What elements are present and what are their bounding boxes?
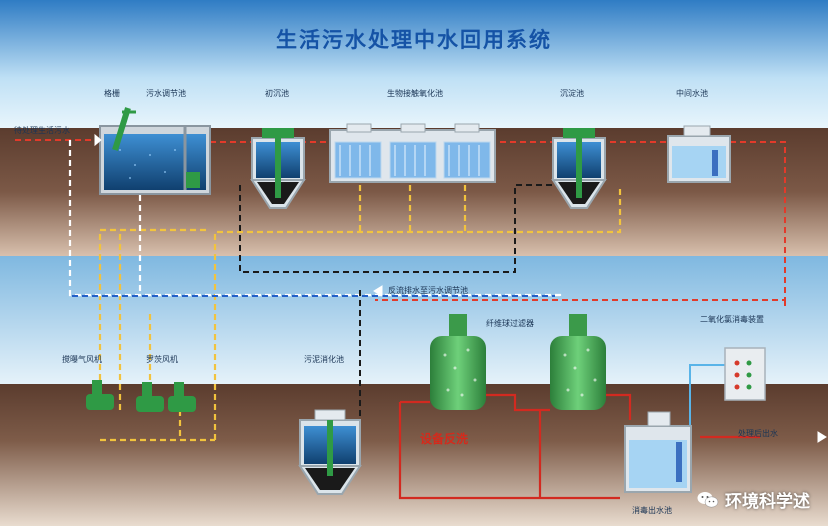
sludge-digestion-tank bbox=[298, 409, 362, 495]
label-inlet: 待处理生活污水 bbox=[14, 126, 70, 135]
label-sludge-tank: 污泥消化池 bbox=[304, 355, 344, 364]
roots-blower-1 bbox=[136, 382, 164, 412]
light-blue-pipe bbox=[689, 364, 725, 430]
label-equalization-tank: 污水调节池 bbox=[146, 89, 186, 98]
black-pipes bbox=[239, 184, 580, 440]
watermark: 环境科学述 bbox=[697, 487, 810, 512]
label-aeration-blower: 搅曝气风机 bbox=[62, 355, 102, 364]
diagram-title: 生活污水处理中水回用系统 bbox=[276, 28, 552, 52]
disinfect-outlet-tank bbox=[624, 411, 692, 493]
fiber-filter-2 bbox=[550, 314, 606, 410]
label-backwash: 设备反洗 bbox=[420, 432, 469, 446]
primary-settling-tank bbox=[250, 128, 306, 209]
roots-blower-2 bbox=[168, 382, 196, 412]
screen-grate bbox=[112, 107, 136, 151]
sky-top bbox=[0, 0, 828, 130]
label-primary-settling: 初沉池 bbox=[265, 89, 289, 98]
chlorine-dioxide-cabinet bbox=[724, 347, 766, 401]
label-bio-contact: 生物接触氧化池 bbox=[387, 89, 443, 98]
label-roots-blower: 罗茨风机 bbox=[146, 355, 178, 364]
label-disinfect-tank: 消毒出水池 bbox=[632, 506, 672, 515]
red-solid-pipes bbox=[398, 393, 760, 500]
label-screen: 格栅 bbox=[104, 89, 120, 98]
intermediate-tank bbox=[667, 125, 731, 183]
yellow-pipes bbox=[98, 185, 622, 442]
label-intermediate-tank: 中间水池 bbox=[676, 89, 708, 98]
bio-contact-tank bbox=[329, 123, 496, 183]
label-return-sludge: 反流排水至污水调节池 bbox=[388, 286, 468, 295]
label-chlorine-dioxide: 二氧化氯消毒装置 bbox=[700, 315, 764, 324]
watermark-text: 环境科学述 bbox=[725, 492, 810, 512]
label-fiber-filter: 纤维球过滤器 bbox=[486, 319, 534, 328]
settling-tank bbox=[551, 128, 607, 209]
equalization-tank bbox=[99, 125, 211, 195]
flow-arrows bbox=[94, 133, 827, 443]
red-pipes bbox=[15, 139, 786, 310]
label-outlet: 处理后出水 bbox=[738, 429, 778, 438]
label-settling-tank: 沉淀池 bbox=[560, 89, 584, 98]
wechat-icon bbox=[697, 491, 719, 507]
fiber-filter-1 bbox=[430, 314, 486, 410]
aeration-blower bbox=[86, 380, 114, 410]
